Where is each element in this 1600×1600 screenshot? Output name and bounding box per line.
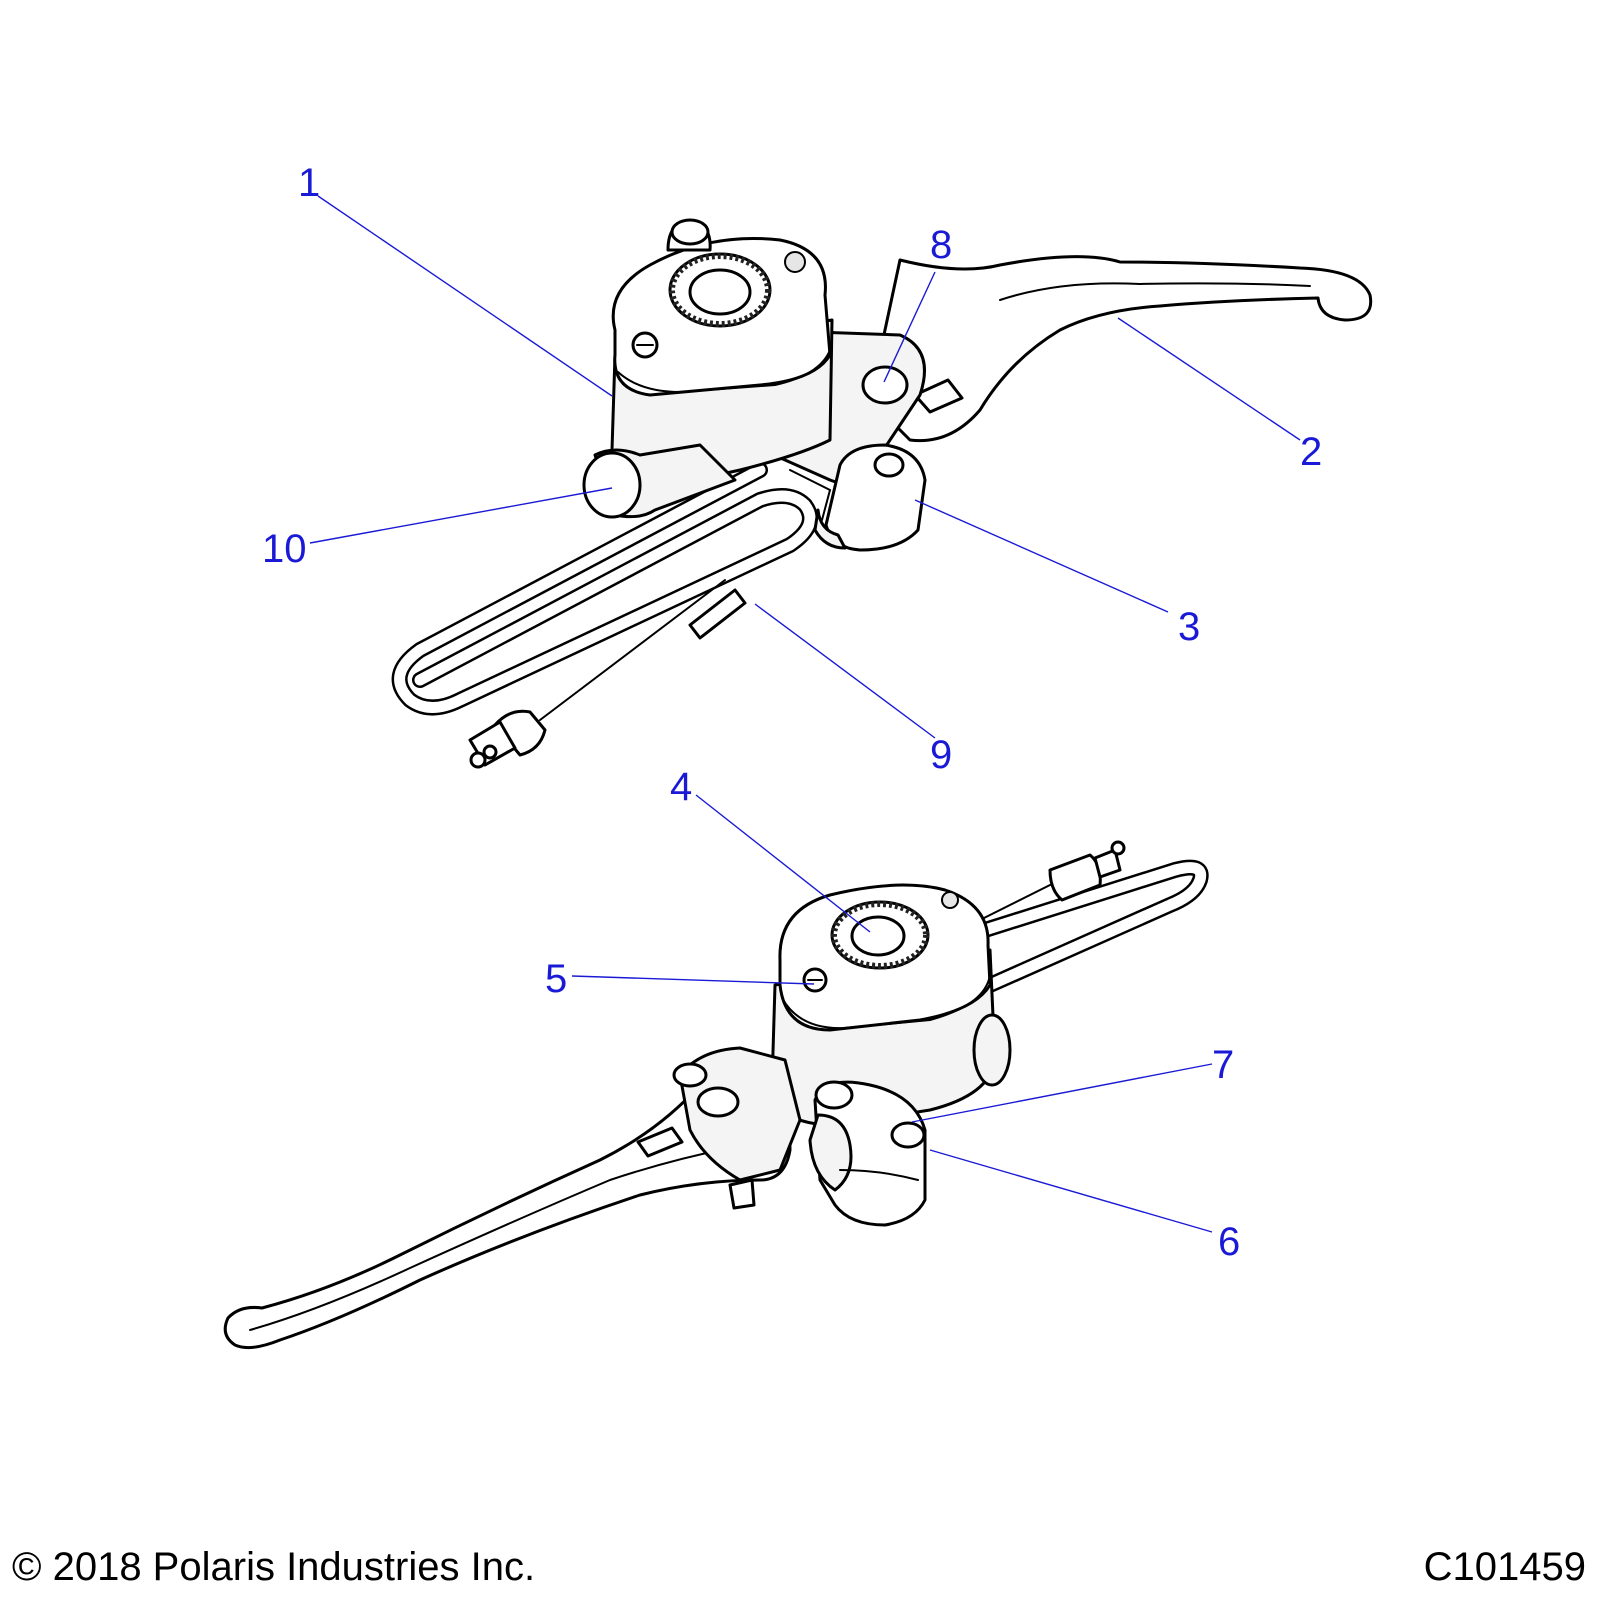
upper-master-cylinder-assembly xyxy=(391,218,1373,769)
callout-10: 10 xyxy=(262,527,307,571)
upper-reservoir xyxy=(610,218,834,492)
leader-line-6 xyxy=(929,1149,1213,1233)
callout-4: 4 xyxy=(670,765,692,809)
lower-handlebar-clamp xyxy=(808,1080,927,1227)
lower-brake-line xyxy=(977,859,1209,993)
copyright-notice: © 2018 Polaris Industries Inc. xyxy=(12,1545,536,1589)
lower-lever-bracket xyxy=(672,1046,802,1210)
callout-1: 1 xyxy=(298,161,320,205)
callout-2: 2 xyxy=(1300,430,1322,474)
upper-brake-line xyxy=(391,462,818,716)
callout-7: 7 xyxy=(1212,1043,1234,1087)
leader-line-5 xyxy=(571,975,815,985)
leader-line-9 xyxy=(754,603,936,739)
upper-piston-boot xyxy=(582,443,737,519)
callout-5: 5 xyxy=(545,957,567,1001)
leader-line-1 xyxy=(317,195,613,397)
lower-reservoir xyxy=(770,883,1012,1127)
leader-line-8 xyxy=(883,271,936,383)
lower-master-cylinder-assembly xyxy=(223,840,1209,1350)
leader-lines xyxy=(309,195,1301,1233)
callout-6: 6 xyxy=(1218,1220,1240,1264)
leader-line-7 xyxy=(911,1063,1213,1123)
leader-line-2 xyxy=(1117,317,1301,441)
callout-numbers: 1 2 3 4 5 6 7 8 9 10 xyxy=(262,161,1322,1264)
upper-switch-wire xyxy=(468,579,747,769)
lower-switch-wire xyxy=(959,840,1126,931)
leader-line-3 xyxy=(914,499,1169,613)
upper-handlebar-clamp xyxy=(789,443,927,552)
callout-9: 9 xyxy=(930,733,952,777)
drawing-number: C101459 xyxy=(1423,1545,1586,1589)
leader-line-10 xyxy=(309,487,613,544)
upper-brake-lever xyxy=(868,255,1373,443)
callout-8: 8 xyxy=(930,223,952,267)
lower-brake-lever xyxy=(223,1082,792,1350)
leader-line-4 xyxy=(695,794,871,933)
callout-3: 3 xyxy=(1178,605,1200,649)
